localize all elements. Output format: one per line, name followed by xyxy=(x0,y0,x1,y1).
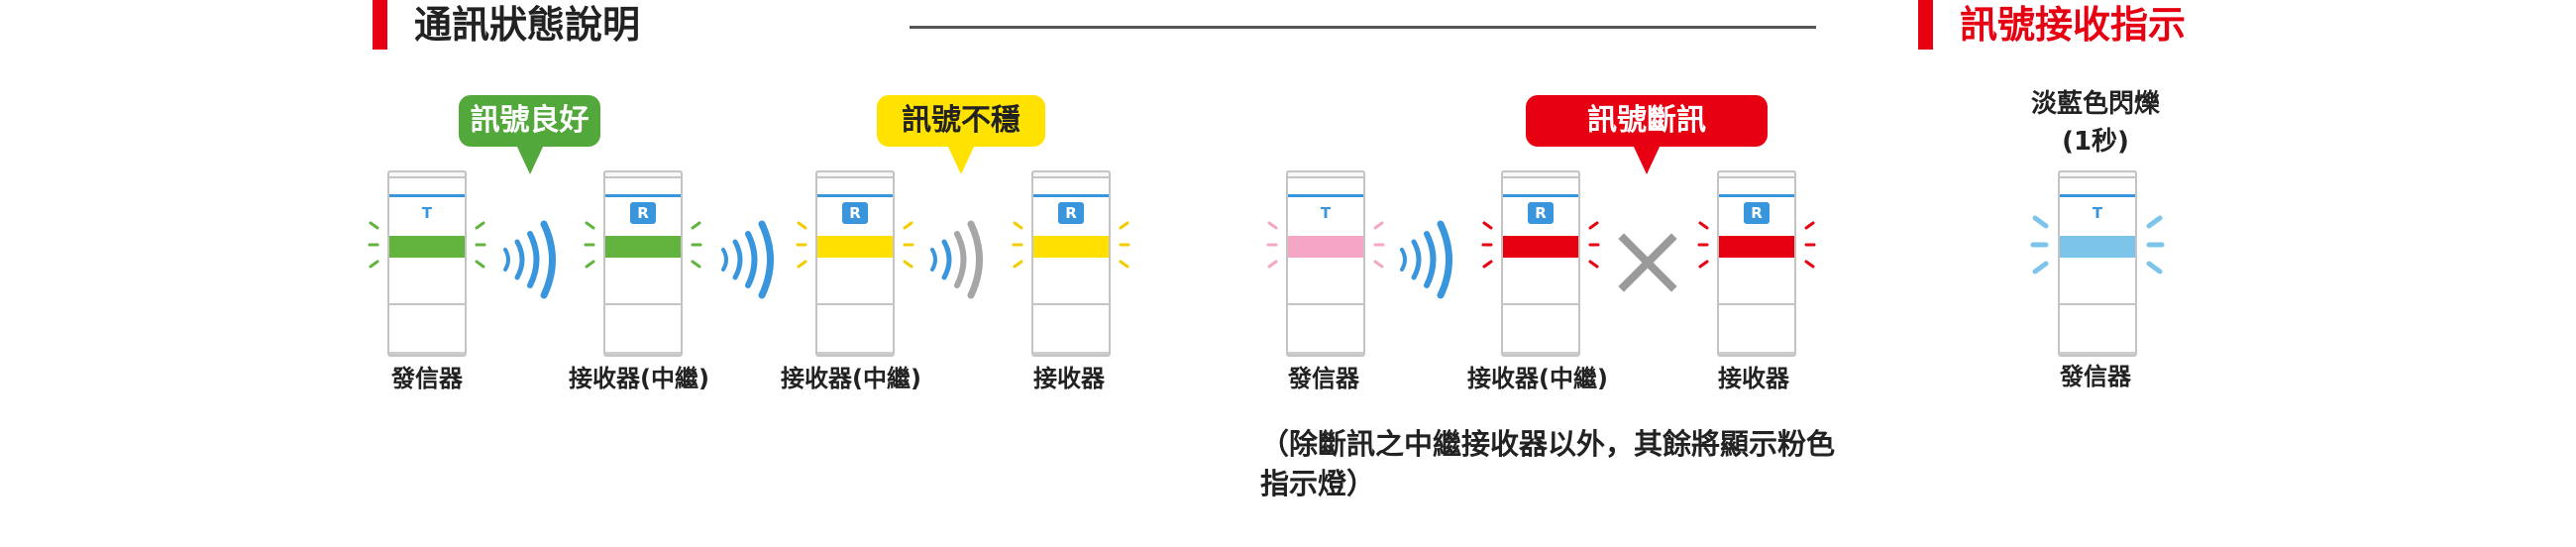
wifi-signal-icon xyxy=(930,220,983,299)
device-label: 接收器(中繼) xyxy=(569,365,709,392)
unit-divider xyxy=(1288,303,1363,305)
bubble-label: 訊號斷訊 xyxy=(1587,103,1706,138)
unit-cap xyxy=(2058,170,2137,178)
bubble-signal-good: 訊號良好 xyxy=(459,95,600,174)
unit-cap xyxy=(1031,170,1111,178)
glow-ticks-red xyxy=(1481,221,1816,269)
unit-stripe xyxy=(2060,194,2135,197)
repeater-unit: R xyxy=(603,170,683,357)
unit-cap xyxy=(1286,170,1365,178)
unit-base xyxy=(389,352,465,355)
section-divider xyxy=(910,26,1816,29)
unit-base xyxy=(817,352,893,355)
blink-label: 淡藍色閃爍 xyxy=(2030,89,2160,119)
unit-stripe xyxy=(1033,194,1109,197)
bubble-tail xyxy=(515,145,544,174)
disconnect-note: （除斷訊之中繼接收器以外，其餘將顯示粉色指示燈） xyxy=(1260,427,1836,500)
glow-ticks-green xyxy=(368,221,702,269)
transmitter-unit: T xyxy=(387,170,467,357)
transmitter-unit: T xyxy=(1286,170,1365,357)
status-light xyxy=(1288,236,1363,258)
unit-stripe xyxy=(389,194,465,197)
unit-divider xyxy=(2060,303,2135,305)
receiver-unit: R xyxy=(1031,170,1111,357)
status-light xyxy=(605,236,681,258)
device-label: 接收器(中繼) xyxy=(781,365,921,392)
unit-base xyxy=(1719,352,1794,355)
glow-ticks-light-blue xyxy=(2030,215,2165,274)
status-light xyxy=(1503,236,1578,258)
unit-divider xyxy=(1503,303,1578,305)
unit-stripe xyxy=(1719,194,1794,197)
bubble-tail xyxy=(1633,145,1661,174)
receiver-badge: R xyxy=(630,202,656,224)
unit-divider xyxy=(605,303,681,305)
unit-divider xyxy=(1033,303,1109,305)
bubble-tail xyxy=(947,145,975,174)
wifi-signal-icon xyxy=(721,220,774,299)
blink-duration-label: (1秒) xyxy=(2062,127,2129,157)
unit-divider xyxy=(389,303,465,305)
unit-cap xyxy=(603,170,683,178)
bubble-label: 訊號不穩 xyxy=(902,103,1020,138)
receiver-badge: R xyxy=(1058,202,1084,224)
unit-stripe xyxy=(817,194,893,197)
device-label: 發信器 xyxy=(1288,365,1359,392)
receiver-badge: R xyxy=(842,202,868,224)
bubble-signal-disconnected: 訊號斷訊 xyxy=(1526,95,1768,174)
wifi-signal-icon xyxy=(1400,220,1452,299)
section-marker xyxy=(373,0,387,50)
x-mark-icon xyxy=(1618,233,1677,292)
transmitter-badge: T xyxy=(1320,204,1332,222)
transmitter-badge: T xyxy=(421,204,433,222)
unit-base xyxy=(605,352,681,355)
glow-ticks-pink xyxy=(1266,221,1385,269)
bubble-signal-unstable: 訊號不穩 xyxy=(877,95,1045,174)
wifi-signal-icon xyxy=(503,220,556,299)
status-light xyxy=(2060,236,2135,258)
unit-divider xyxy=(817,303,893,305)
repeater-unit: R xyxy=(815,170,895,357)
device-label: 接收器(中繼) xyxy=(1467,365,1608,392)
section-title-indication: 訊號接收指示 xyxy=(1960,3,2187,47)
status-light xyxy=(817,236,893,258)
unit-base xyxy=(2060,352,2135,355)
bubble-label: 訊號良好 xyxy=(470,103,590,138)
repeater-unit: R xyxy=(1501,170,1580,357)
unit-cap xyxy=(815,170,895,178)
receiver-unit: R xyxy=(1717,170,1796,357)
section-marker xyxy=(1918,0,1933,50)
unit-stripe xyxy=(1288,194,1363,197)
status-light xyxy=(1719,236,1794,258)
section-title-status: 通訊狀態說明 xyxy=(414,3,641,47)
unit-divider xyxy=(1719,303,1794,305)
unit-cap xyxy=(1501,170,1580,178)
transmitter-unit: T xyxy=(2058,170,2137,357)
glow-ticks-yellow xyxy=(796,221,1130,269)
status-light xyxy=(389,236,465,258)
receiver-badge: R xyxy=(1528,202,1554,224)
receiver-badge: R xyxy=(1744,202,1770,224)
unit-base xyxy=(1288,352,1363,355)
unit-stripe xyxy=(1503,194,1578,197)
unit-cap xyxy=(1717,170,1796,178)
status-light xyxy=(1033,236,1109,258)
unit-base xyxy=(1033,352,1109,355)
device-label: 接收器 xyxy=(1718,365,1789,392)
unit-stripe xyxy=(605,194,681,197)
unit-base xyxy=(1503,352,1578,355)
device-label: 發信器 xyxy=(2060,363,2131,390)
unit-cap xyxy=(387,170,467,178)
device-label: 接收器 xyxy=(1033,365,1105,392)
transmitter-badge: T xyxy=(2092,204,2103,222)
device-label: 發信器 xyxy=(391,365,463,392)
